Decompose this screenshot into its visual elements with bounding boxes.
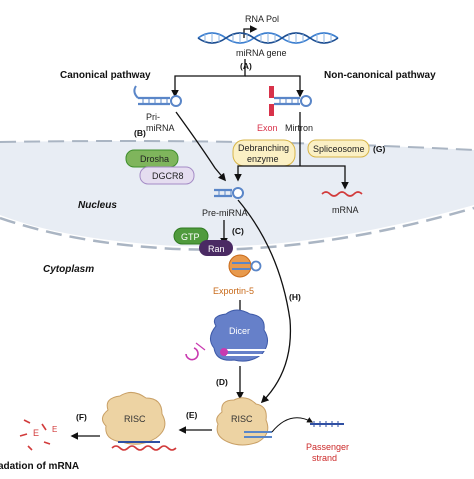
gtp-label: GTP (181, 232, 200, 242)
arrow-gene-to-canonical (171, 59, 246, 98)
dicer-label: Dicer (229, 326, 250, 336)
dgcr8-badge: DGCR8 (139, 166, 195, 185)
pri-mirna-label-line1: Pri- (146, 112, 160, 122)
degraded-mrna-fragments (19, 419, 51, 451)
nuclear-envelope (0, 206, 474, 251)
risc-label-mature: RISC (124, 414, 146, 424)
step-a-label: (A) (240, 61, 252, 71)
risc-label-loading: RISC (231, 414, 253, 424)
non-canonical-pathway-label: Non-canonical pathway (324, 70, 436, 81)
passenger-strand (310, 421, 344, 427)
mrna-strand (321, 191, 363, 197)
rna-pol-label: RNA Pol (245, 14, 279, 24)
dgcr8-label: DGCR8 (152, 171, 184, 181)
nucleus-region (0, 0, 474, 148)
exon-block-bottom (269, 104, 274, 116)
debranching-label-line1: Debranching (238, 143, 289, 153)
arrow-primirna-to-premirna (175, 111, 226, 182)
drosha-badge: Drosha (125, 149, 179, 168)
exportin-5-label: Exportin-5 (213, 286, 254, 296)
spliceosome-badge: Spliceosome (307, 139, 370, 158)
dna-double-helix (197, 32, 339, 44)
debranching-enzyme-badge: Debranching enzyme (232, 139, 296, 167)
mrna-label: mRNA (332, 205, 359, 215)
gtp-badge: GTP (173, 227, 209, 245)
arrow-gene-to-noncanonical (245, 75, 304, 98)
degradation-label: adation of mRNA (0, 461, 79, 472)
mirtron-structure (269, 86, 312, 116)
transcription-start-arrow (243, 25, 258, 38)
mirna-gene-label: miRNA gene (236, 48, 287, 58)
drosha-label: Drosha (140, 154, 169, 164)
step-g-label: (G) (373, 144, 385, 154)
spliceosome-label: Spliceosome (313, 144, 365, 154)
arrow-mirtron-to-mrna (300, 165, 349, 190)
nuclear-membrane (0, 140, 474, 151)
arrow-mirtron-to-premirna (234, 165, 300, 182)
exportin-5-complex (228, 254, 262, 278)
step-b-label: (B) (134, 128, 146, 138)
step-h-label: (H) (289, 292, 301, 302)
degraded-glyph-1: E (33, 428, 39, 438)
exon-label: Exon (257, 123, 278, 133)
dicer-complex (210, 309, 270, 362)
cytoplasm-label: Cytoplasm (43, 264, 94, 275)
arrow-mirtron-bypass-h (237, 199, 292, 404)
step-f-label: (F) (76, 412, 87, 422)
canonical-pathway-label: Canonical pathway (60, 70, 151, 81)
arrow-to-passenger (271, 417, 314, 433)
ran-badge: Ran (199, 240, 233, 256)
pri-mirna-hairpin (133, 85, 182, 107)
pri-mirna-label-line2: miRNA (146, 123, 175, 133)
step-e-label: (E) (186, 410, 198, 420)
degraded-glyph-2: E (52, 425, 57, 434)
mature-risc-complex (102, 392, 177, 451)
pre-mirna-hairpin (214, 187, 244, 199)
exon-block-top (269, 86, 274, 98)
mirtron-label: Mirtron (285, 123, 313, 133)
debranching-label-line2: enzyme (247, 154, 279, 164)
step-c-label: (C) (232, 226, 244, 236)
nucleus-label: Nucleus (78, 200, 117, 211)
passenger-label-line2: strand (312, 453, 337, 463)
cleavage-arrow (195, 342, 206, 351)
risc-loading-complex (216, 397, 272, 446)
passenger-label-line1: Passenger (306, 442, 349, 452)
ran-label: Ran (208, 244, 225, 254)
pre-mirna-label: Pre-miRNA (202, 208, 248, 218)
step-d-label: (D) (216, 377, 228, 387)
cleaved-loop (185, 347, 199, 361)
